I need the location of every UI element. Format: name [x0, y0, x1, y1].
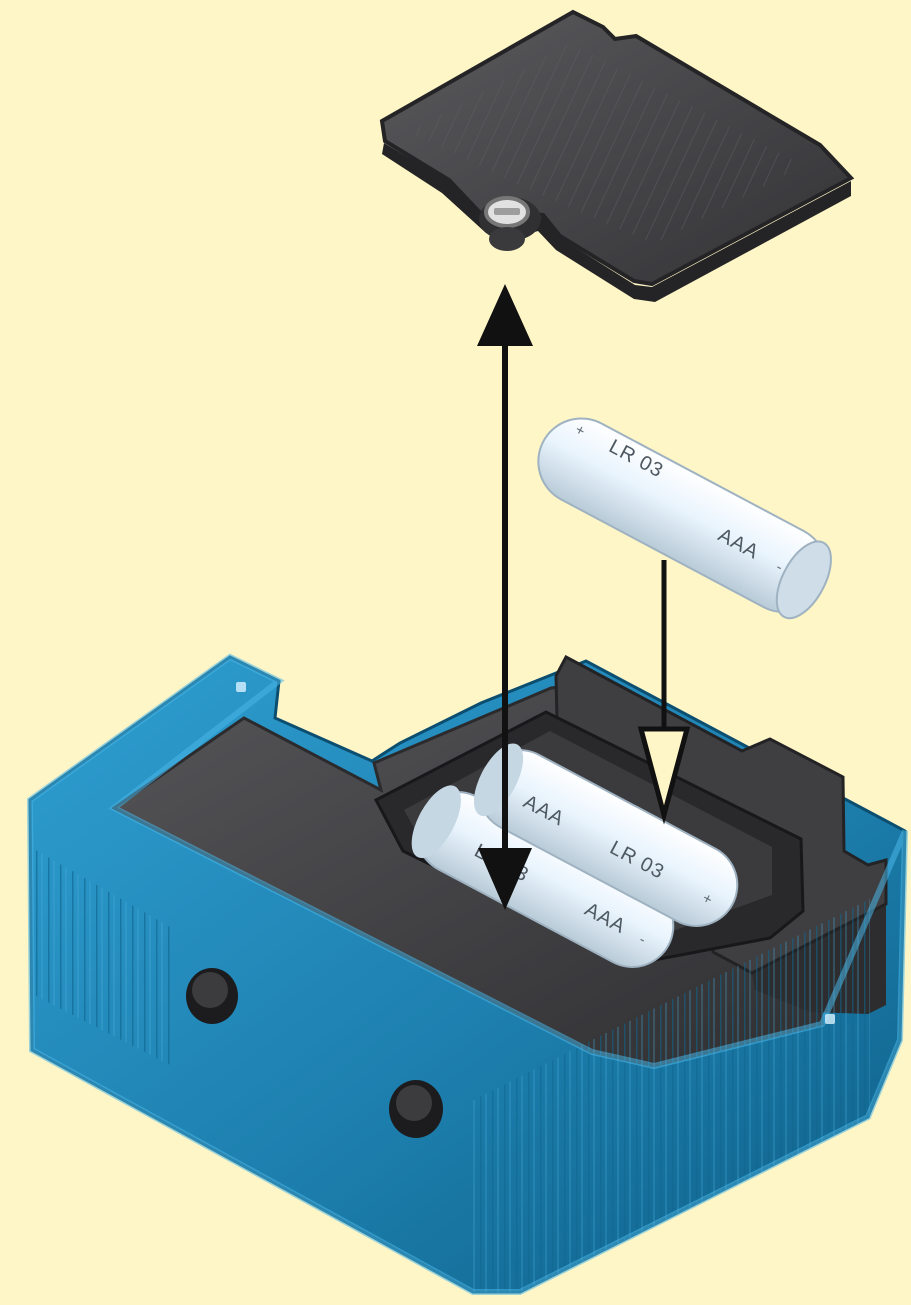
loose-battery: + LR 03 AAA - [523, 403, 842, 627]
corner-screw-right [825, 1014, 835, 1024]
corner-screw-left [236, 682, 246, 692]
arrow-head-up [477, 284, 533, 346]
battery-cover [382, 12, 851, 302]
screw-icon [479, 197, 541, 251]
right-knob-icon [389, 1080, 443, 1138]
device-housing [30, 657, 905, 1292]
left-knob-icon [186, 968, 238, 1024]
